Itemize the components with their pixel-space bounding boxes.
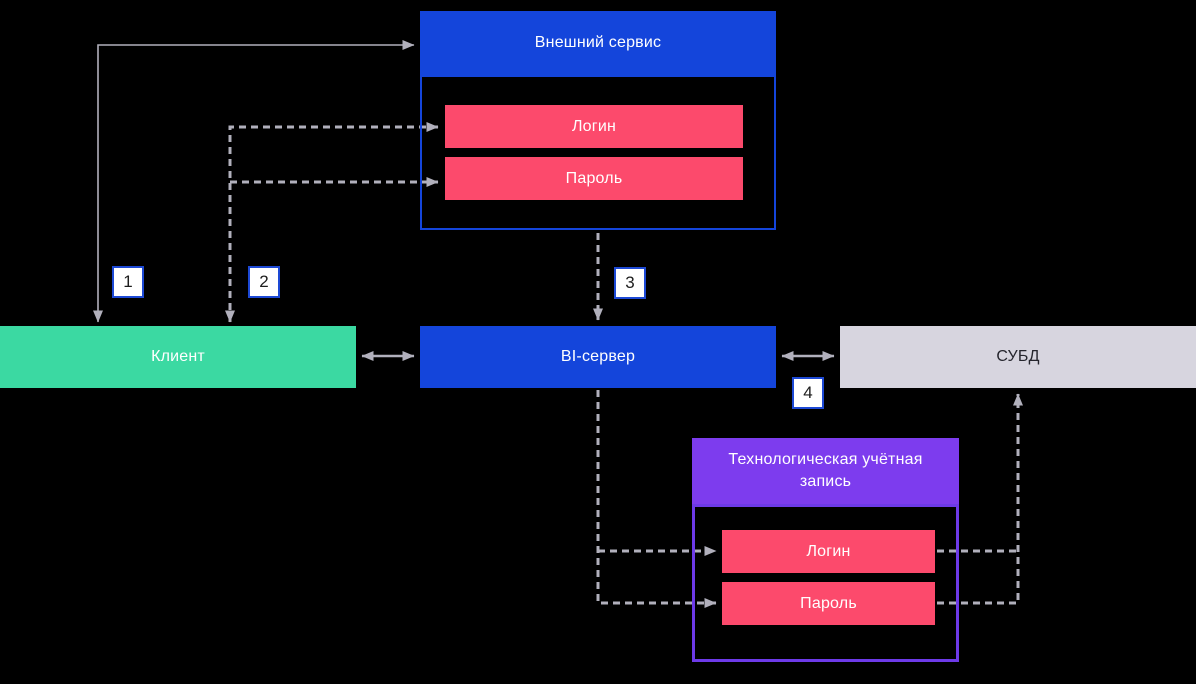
external-service-login-field: Логин <box>445 105 743 148</box>
node-client: Клиент <box>0 326 356 388</box>
node-tech-account: Технологическая учётная запись <box>692 438 959 504</box>
external-service-password-field: Пароль <box>445 157 743 200</box>
step-label-1: 1 <box>112 266 144 298</box>
connector-bi-tech-password <box>596 390 717 608</box>
step-label-2: 2 <box>248 266 280 298</box>
node-external-service: Внешний сервис <box>420 11 776 75</box>
connector-client-ext-login <box>225 122 439 323</box>
step-label-3: 3 <box>614 267 646 299</box>
connector-client-external <box>93 40 415 323</box>
tech-account-login-field: Логин <box>722 530 935 573</box>
step-label-4: 4 <box>792 377 824 409</box>
external-service-group <box>420 75 776 230</box>
tech-account-password-field: Пароль <box>722 582 935 625</box>
connector-tech-password-dbms <box>937 393 1023 605</box>
node-dbms: СУБД <box>840 326 1196 388</box>
tech-account-group <box>692 504 959 662</box>
node-bi-server: BI-сервер <box>420 326 776 388</box>
